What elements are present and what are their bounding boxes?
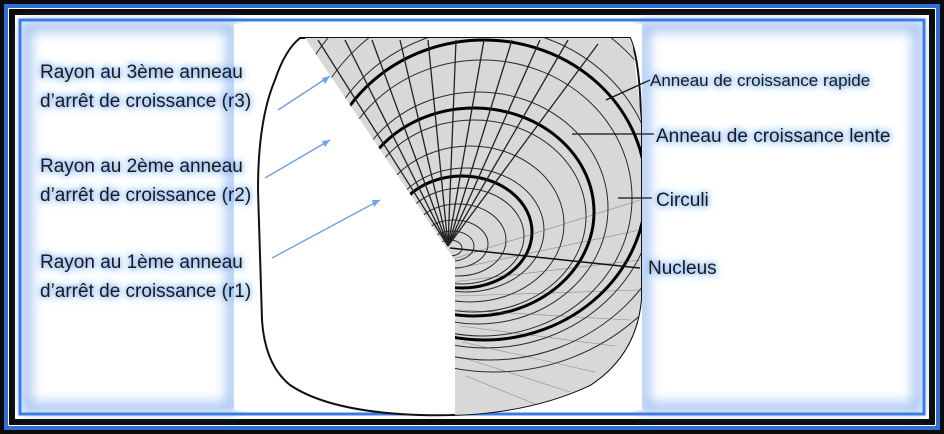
label-fast-growth-ring: Anneau de croissance rapide (650, 71, 871, 90)
label-slow-growth-ring: Anneau de croissance lente (656, 126, 891, 147)
outer-border-blue (4, 4, 940, 430)
label-r1-line2: d’arrêt de croissance (r1) (40, 281, 252, 302)
label-r1-line1: Rayon au 1ème anneau (40, 252, 243, 273)
label-r3: Rayon au 3ème anneau d’arrêt de croissan… (40, 58, 251, 116)
label-r3-line1: Rayon au 3ème anneau (40, 62, 243, 83)
label-r2-line2: d’arrêt de croissance (r2) (40, 185, 252, 206)
label-r1: Rayon au 1ème anneau d’arrêt de croissan… (40, 248, 251, 306)
label-r2: Rayon au 2ème anneau d’arrêt de croissan… (40, 152, 251, 210)
inner-border (9, 9, 935, 425)
label-nucleus: Nucleus (648, 258, 717, 279)
label-r3-line2: d’arrêt de croissance (r3) (40, 91, 252, 112)
label-r2-line1: Rayon au 2ème anneau (40, 156, 243, 177)
label-circuli: Circuli (656, 190, 709, 211)
